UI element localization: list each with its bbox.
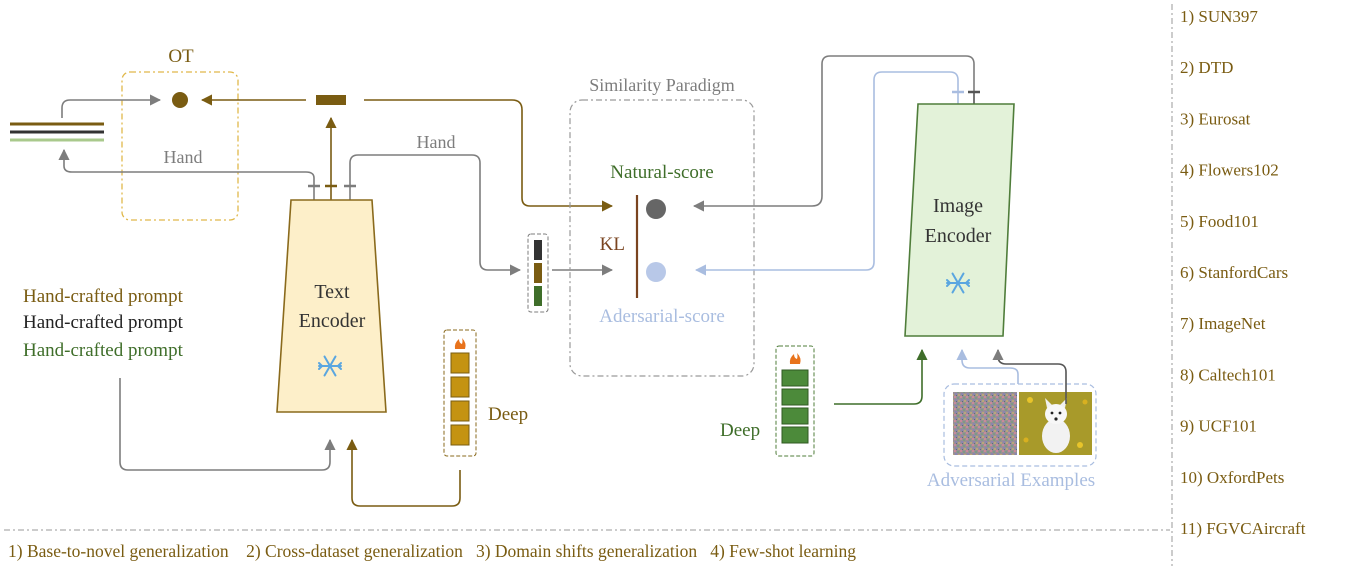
hand-label-left: Hand [164, 147, 203, 167]
prompt-dark: Hand-crafted prompt [23, 312, 184, 333]
dataset-item: 3) Eurosat [1180, 109, 1251, 128]
dataset-item: 1) SUN397 [1180, 7, 1258, 26]
hand-label-middle: Hand [417, 132, 456, 152]
deep-cell-right-1 [781, 369, 809, 387]
flame-icon [454, 338, 466, 349]
dataset-item: 4) Flowers102 [1180, 161, 1279, 180]
prompt-embedding-lines [10, 122, 104, 142]
dog-image [1019, 392, 1092, 455]
adversarial-examples-box [943, 383, 1097, 467]
dataset-item: 7) ImageNet [1180, 314, 1266, 333]
arrow-deep-to-text-encoder [346, 438, 461, 507]
natural-score-label: Natural-score [610, 162, 713, 183]
kl-label: KL [600, 234, 625, 255]
deep-prompt-stack-right [775, 345, 815, 457]
text-encoder [276, 199, 387, 413]
arrow-prompt-to-encoder [119, 378, 336, 471]
dataset-item: 10) OxfordPets [1180, 468, 1284, 487]
arrow-hand-to-lines [58, 148, 315, 186]
score-vector-box [527, 233, 549, 313]
arrow-deep-to-image-encoder [834, 348, 928, 405]
deep-cell-right-2 [781, 388, 809, 406]
image-encoder [904, 103, 1015, 337]
deep-prompt-stack-left [443, 329, 477, 457]
adversarial-score-label: Adersarial-score [599, 306, 725, 327]
arrow-clean-to-image-encoder [992, 348, 1067, 404]
arrow-token-to-natural [364, 99, 614, 212]
dataset-item: 11) FGVCAircraft [1180, 519, 1306, 538]
image-encoder-title-line2: Encoder [925, 225, 992, 247]
tasks-line: 1) Base-to-novel generalization 2) Cross… [8, 541, 856, 561]
image-encoder-title-line1: Image [933, 195, 983, 217]
arrow-image-to-natural [692, 55, 975, 212]
similarity-paradigm-box [569, 99, 755, 377]
text-encoder-title-line2: Encoder [299, 310, 366, 332]
arrow-lines-to-ot [61, 94, 162, 118]
deep-cell-left-4 [450, 424, 470, 446]
natural-score-node [646, 199, 666, 219]
ot-label: OT [168, 46, 194, 67]
dataset-list: 1) SUN397 2) DTD 3) Eurosat 4) Flowers102 5)… [1180, 7, 1306, 538]
ot-node [172, 92, 188, 108]
arrow-hand-to-vector [349, 154, 522, 276]
arrow-adv-to-image-encoder [956, 348, 1019, 384]
adversarial-examples-label: Adversarial Examples [927, 470, 1095, 491]
dataset-item: 9) UCF101 [1180, 417, 1257, 436]
image-encoder-outputs [952, 90, 980, 104]
dataset-item: 5) Food101 [1180, 212, 1259, 231]
dataset-item: 6) StanfordCars [1180, 263, 1288, 282]
ot-box [121, 71, 239, 221]
deep-label-left: Deep [488, 404, 528, 425]
dataset-item: 8) Caltech101 [1180, 365, 1276, 384]
text-encoder-outputs [308, 184, 356, 200]
deep-cell-left-1 [450, 352, 470, 374]
deep-cell-left-2 [450, 376, 470, 398]
snowflake-icon [946, 272, 970, 294]
flame-icon [789, 353, 801, 364]
arrow-image-to-adversarial [694, 71, 959, 276]
deep-cell-left-3 [450, 400, 470, 422]
deep-cell-right-3 [781, 407, 809, 425]
deep-label-right: Deep [720, 420, 760, 441]
snowflake-icon [318, 355, 342, 377]
vector-cell-brown [534, 263, 542, 283]
learnable-prompt-token [316, 95, 346, 105]
text-encoder-title-line1: Text [314, 281, 350, 303]
similarity-paradigm-title: Similarity Paradigm [589, 75, 735, 95]
vector-cell-green [534, 286, 542, 306]
adversarial-noise-image [953, 392, 1017, 455]
vector-cell-dark [534, 240, 542, 260]
adversarial-score-node [646, 262, 666, 282]
prompt-green: Hand-crafted prompt [23, 340, 184, 361]
dataset-item: 2) DTD [1180, 58, 1233, 77]
deep-cell-right-4 [781, 426, 809, 444]
prompt-brown: Hand-crafted prompt [23, 286, 184, 307]
